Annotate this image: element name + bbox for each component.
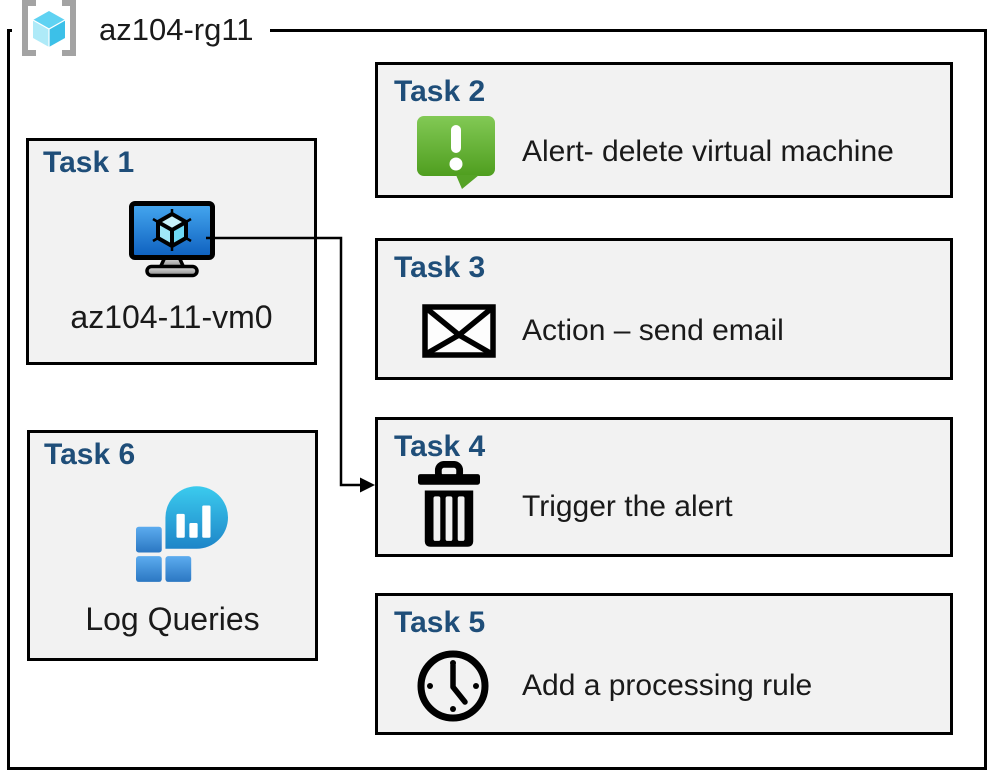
task4-label: Trigger the alert <box>522 490 733 523</box>
task2-box: Task 2 Alert- delete virtual machine <box>375 62 953 198</box>
task2-label: Alert- delete virtual machine <box>522 135 894 168</box>
task3-heading: Task 3 <box>394 251 486 284</box>
task6-label: Log Queries <box>85 601 260 637</box>
virtual-machine-icon <box>128 200 216 278</box>
task6-heading: Task 6 <box>44 438 136 471</box>
resource-group-icon <box>15 0 83 62</box>
task5-box: Task 5 Add a processing rule <box>375 593 953 735</box>
task5-heading: Task 5 <box>394 606 486 639</box>
task1-label: az104-11-vm0 <box>70 299 273 335</box>
task5-label: Add a processing rule <box>522 669 813 702</box>
task2-heading: Task 2 <box>394 75 486 108</box>
log-analytics-icon <box>135 485 228 584</box>
resource-group-legend: az104-rg11 <box>12 0 270 60</box>
task1-heading: Task 1 <box>43 146 135 179</box>
task3-label: Action – send email <box>522 314 784 347</box>
task6-box: Task 6 Log Queries <box>27 430 318 661</box>
task1-box: Task 1 <box>26 138 317 365</box>
task4-heading: Task 4 <box>394 430 486 463</box>
task3-box: Task 3 Action – send email <box>375 238 953 380</box>
clock-icon <box>414 647 522 725</box>
task4-box: Task 4 Trigger the alert <box>375 417 953 557</box>
email-envelope-icon <box>422 304 522 358</box>
alert-message-icon <box>416 115 522 189</box>
resource-group-title: az104-rg11 <box>99 12 254 47</box>
trash-delete-icon <box>418 461 522 553</box>
